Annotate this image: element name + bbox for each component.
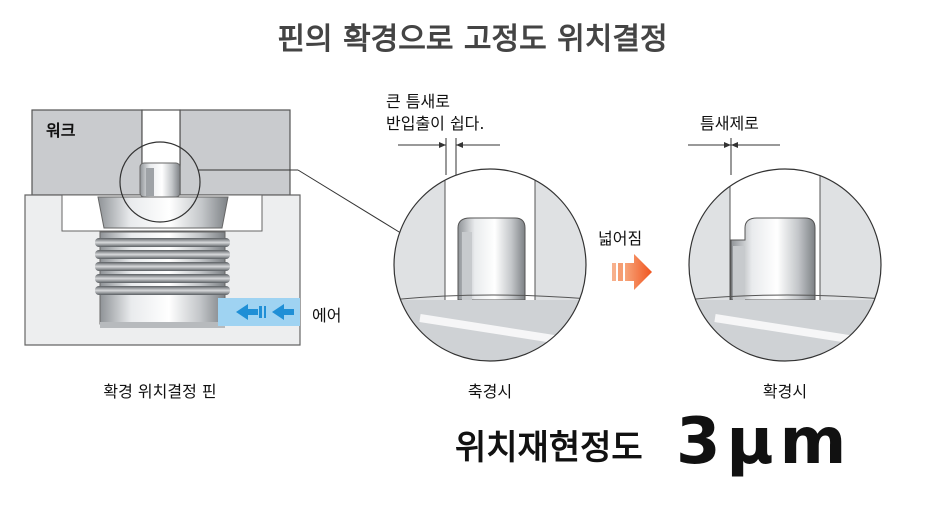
expand-label: 넓어짐 — [598, 229, 643, 248]
gap-dimension — [398, 138, 500, 175]
air-passage — [218, 298, 300, 326]
expand-arrow-icon — [612, 254, 652, 290]
shrink-caption: 축경시 — [467, 382, 513, 401]
leader-line — [297, 169, 405, 236]
zoom-shrunk — [394, 169, 586, 361]
zoom-circle — [119, 141, 201, 223]
big-gap-label-2: 반입출이 쉽다. — [386, 114, 485, 133]
repeatability-label: 위치재현정도 — [455, 428, 643, 468]
repeatability-value: 3μm — [676, 405, 852, 479]
repeatability-unit: μm — [726, 405, 853, 479]
big-gap-label-1: 큰 틈새로 — [386, 92, 450, 111]
work-label: 워크 — [46, 121, 76, 140]
air-arrow-icon — [236, 304, 258, 320]
pin-caption: 확경 위치결정 핀 — [103, 382, 217, 401]
repeatability-number: 3 — [676, 405, 727, 479]
no-gap-label: 틈새제로 — [700, 114, 759, 133]
air-label: 에어 — [312, 306, 342, 325]
air-arrow-icon — [272, 304, 294, 320]
thread-rings — [95, 238, 230, 295]
zoom-expanded — [689, 169, 881, 361]
expand-caption: 확경시 — [762, 382, 808, 401]
zero-gap-dimension — [688, 138, 780, 175]
page-title: 핀의 확경으로 고정도 위치결정 — [277, 22, 668, 57]
pin-body — [95, 162, 230, 328]
